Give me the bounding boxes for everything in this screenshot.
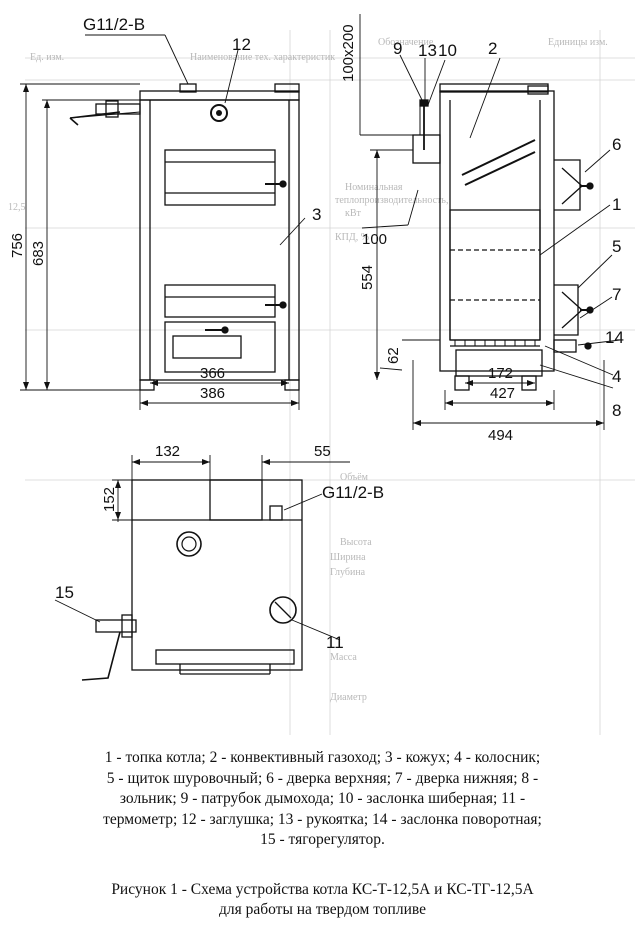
plan-arrows — [115, 459, 270, 520]
middle-door — [164, 284, 276, 318]
ghost-text: Обозначение — [378, 37, 434, 48]
side-dimensions — [359, 14, 621, 430]
part-9-label: 9 — [393, 39, 402, 58]
plan-dimensions — [54, 455, 350, 641]
bleed-through-text: Единицы изм. Обозначение Ед. изм. Наимен… — [8, 37, 608, 703]
plug-12 — [210, 104, 228, 122]
part-15-label: 15 — [55, 583, 74, 602]
ash-pan — [455, 349, 543, 377]
part-2-label: 2 — [488, 39, 497, 58]
part-14-label: 14 — [605, 328, 624, 347]
connection-label-top: G11/2-B — [83, 15, 145, 34]
leg — [139, 379, 155, 391]
plan-regulator — [95, 619, 137, 633]
parts-legend: 1 - топка котла; 2 - конвективный газохо… — [30, 748, 615, 851]
dim-62: 62 — [385, 347, 402, 364]
dim-494: 494 — [488, 427, 513, 444]
dim-756: 756 — [9, 233, 26, 258]
plan-flue — [209, 479, 263, 521]
side-view — [412, 83, 594, 391]
ghost-text: теплопроизводительность, — [335, 195, 448, 206]
front-view — [69, 83, 306, 391]
plan-view — [81, 479, 303, 681]
dim-683: 683 — [30, 241, 47, 266]
leg — [284, 379, 300, 391]
thermometer — [269, 596, 297, 624]
ghost-text: Масса — [330, 652, 357, 663]
dim-172: 172 — [488, 365, 513, 382]
ghost-text: 12,5 — [8, 202, 26, 213]
dim-100: 100 — [362, 231, 387, 248]
swivel-damper — [553, 339, 577, 353]
lower-door-side — [554, 284, 579, 336]
boiler-drawing: Единицы изм. Обозначение Ед. изм. Наимен… — [8, 14, 635, 735]
dim-55: 55 — [314, 443, 331, 460]
bleed-through-table — [25, 30, 635, 735]
ghost-text: кВт — [345, 208, 362, 219]
part-4-label: 4 — [612, 367, 621, 386]
legend-line: зольник; 9 - патрубок дымохода; 10 - зас… — [119, 790, 526, 807]
upper-door — [164, 149, 276, 206]
dim-132: 132 — [155, 443, 180, 460]
ghost-text: Объём — [340, 472, 369, 483]
part-6-label: 6 — [612, 135, 621, 154]
part-10-label: 10 — [438, 41, 457, 60]
part-12-label: 12 — [232, 35, 251, 54]
legend-line: термометр; 12 - заглушка; 13 - рукоятка;… — [103, 810, 542, 828]
ghost-text: Наименование тех. характеристик — [190, 52, 335, 63]
dimension-values: 100x200 756 683 366 386 554 100 62 172 4… — [9, 24, 515, 512]
figure-caption: Рисунок 1 - Схема устройства котла КС-Т-… — [30, 880, 615, 920]
side-body — [439, 90, 555, 372]
connection-label-plan: G11/2-B — [322, 483, 384, 502]
part-7-label: 7 — [612, 285, 621, 304]
ghost-text: Единицы изм. — [548, 37, 608, 48]
dim-flue-size: 100x200 — [340, 24, 357, 82]
labels: G11/2-B 12 3 9 13 10 2 6 1 5 7 14 4 8 G1… — [55, 15, 624, 652]
dim-366: 366 — [200, 365, 225, 382]
part-13-label: 13 — [418, 41, 437, 60]
ghost-text: Ширина — [330, 552, 366, 563]
front-top-stub — [274, 83, 300, 93]
dim-152: 152 — [101, 487, 118, 512]
legend-line: 15 - тягорегулятор. — [260, 831, 385, 848]
caption-line: для работы на твердом топливе — [218, 901, 426, 918]
front-body — [139, 99, 300, 381]
flue-outlet — [412, 134, 441, 164]
ash-door — [164, 321, 276, 373]
part-8-label: 8 — [612, 401, 621, 420]
ghost-text: Ед. изм. — [30, 52, 64, 63]
caption-line: Рисунок 1 - Схема устройства котла КС-Т-… — [111, 881, 534, 898]
legend-line: 1 - топка котла; 2 - конвективный газохо… — [104, 749, 541, 766]
part-11-label: 11 — [326, 633, 344, 652]
dim-427: 427 — [490, 385, 515, 402]
front-dimensions — [20, 34, 300, 410]
part-5-label: 5 — [612, 237, 621, 256]
upper-door-side — [554, 159, 581, 211]
legend-line: 5 - щиток шуровочный; 6 - дверка верхняя… — [106, 769, 539, 787]
ghost-text: Высота — [340, 537, 372, 548]
part-3-label: 3 — [312, 205, 321, 224]
dim-554: 554 — [359, 265, 376, 290]
ghost-text: КПД, % — [335, 232, 369, 243]
part-1-label: 1 — [612, 195, 621, 214]
ghost-text: Глубина — [330, 567, 366, 578]
side-arrows — [374, 150, 604, 426]
ghost-text: Диаметр — [330, 692, 367, 703]
ghost-text: Номинальная — [345, 182, 403, 193]
dim-386: 386 — [200, 385, 225, 402]
plan-body — [131, 479, 303, 671]
front-arrows — [23, 84, 299, 406]
